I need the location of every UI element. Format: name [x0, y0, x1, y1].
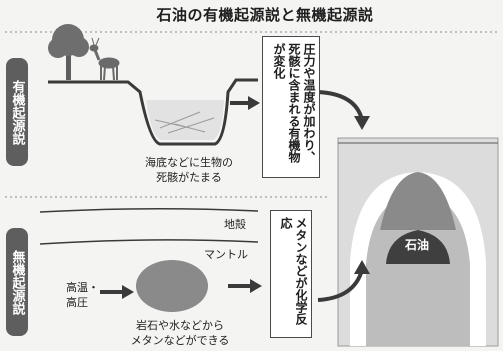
- heat-pressure-label: 高温・ 高圧: [66, 280, 106, 310]
- organic-caption: 海底などに生物の 死骸がたまる: [124, 155, 254, 185]
- upper-connector-arrow: [317, 90, 370, 130]
- reservoir-layer: [366, 194, 470, 346]
- layer-lines: [39, 207, 259, 245]
- inorganic-caption: 岩石や水などから メタンなどができる: [110, 318, 250, 348]
- diagram-title: 石油の有機起源説と無機起源説: [156, 6, 374, 24]
- organic-caption-line1: 海底などに生物の: [145, 156, 233, 169]
- organic-theory-label: 有機起源説: [6, 58, 28, 166]
- inorganic-arrow: [228, 279, 262, 293]
- inorganic-process-box: メタンなどが化学反応: [270, 210, 312, 338]
- mantle-label: マントル: [204, 248, 248, 261]
- lower-connector-arrow: [317, 260, 370, 302]
- inorganic-process-text: メタンなどが化学反応: [279, 217, 308, 325]
- crust-label: 地殻: [224, 218, 246, 231]
- gas-zone: [380, 172, 456, 230]
- deer-icon: [89, 37, 120, 81]
- heat-arrow: [100, 285, 134, 299]
- inorganic-theory-label-text: 無機起源説: [9, 249, 25, 315]
- oil-label: 石油: [405, 238, 430, 252]
- organic-arrow: [230, 96, 260, 110]
- organic-process-box: 圧力や温度が加わり、死骸に含まれる有機物が変化: [262, 36, 320, 178]
- inorganic-theory-label: 無機起源説: [6, 228, 28, 336]
- oil-zone: [386, 230, 450, 264]
- inorganic-caption-line2: メタンなどができる: [130, 334, 230, 347]
- sediment-lines: [154, 111, 215, 134]
- organic-basin: [48, 78, 258, 146]
- crust-line: [39, 207, 259, 213]
- heat-label-line2: 高圧: [66, 296, 88, 309]
- organic-theory-label-text: 有機起源説: [9, 79, 25, 145]
- organic-process-text: 圧力や温度が加わり、死骸に含まれる有機物が変化: [272, 43, 316, 163]
- tree-icon: [48, 24, 89, 80]
- organic-caption-line2: 死骸がたまる: [156, 171, 222, 184]
- inorganic-caption-line1: 岩石や水などから: [136, 319, 224, 332]
- magma-pocket: [136, 260, 208, 312]
- heat-label-line1: 高温・: [66, 281, 99, 294]
- mantle-line: [39, 239, 259, 245]
- oil-trap-cross-section: [337, 137, 499, 347]
